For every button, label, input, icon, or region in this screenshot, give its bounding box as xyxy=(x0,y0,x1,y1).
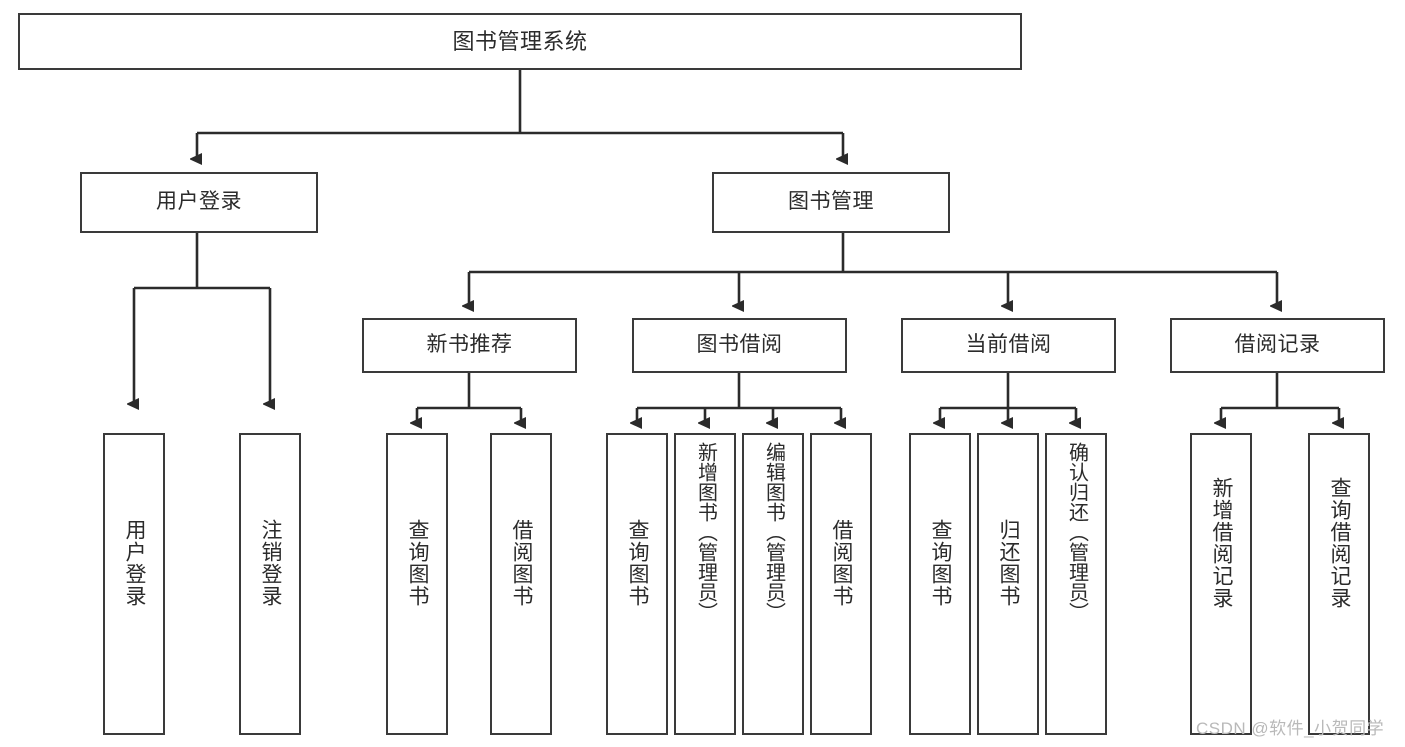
node-root-label: 图书管理系统 xyxy=(452,28,588,54)
node-new-book-recommend[interactable]: 新书推荐 xyxy=(362,318,577,373)
node-book-borrow[interactable]: 图书借阅 xyxy=(632,318,847,373)
leaf-query-book-1[interactable]: 查询图书 xyxy=(386,433,448,735)
leaf-query-record[interactable]: 查询借阅记录 xyxy=(1308,433,1370,735)
leaf-logout[interactable]: 注销登录 xyxy=(239,433,301,735)
leaf-query-book-1-label: 查询图书 xyxy=(406,519,430,607)
leaf-return-book-label: 归还图书 xyxy=(997,519,1021,607)
leaf-return-book[interactable]: 归还图书 xyxy=(977,433,1039,735)
leaf-query-book-2-label: 查询图书 xyxy=(626,519,650,607)
leaf-add-book[interactable]: 新增图书（管理员） xyxy=(674,433,736,735)
leaf-borrow-book-2[interactable]: 借阅图书 xyxy=(810,433,872,735)
leaf-borrow-book-2-label: 借阅图书 xyxy=(830,519,854,607)
node-borrow-record-label: 借阅记录 xyxy=(1234,333,1321,357)
node-book-manage[interactable]: 图书管理 xyxy=(712,172,950,233)
leaf-user-login[interactable]: 用户登录 xyxy=(103,433,165,735)
node-book-borrow-label: 图书借阅 xyxy=(696,333,783,357)
leaf-add-record-label: 新增借阅记录 xyxy=(1210,477,1234,609)
node-root[interactable]: 图书管理系统 xyxy=(18,13,1022,70)
leaf-edit-book-label: 编辑图书（管理员） xyxy=(762,442,785,622)
node-user-login[interactable]: 用户登录 xyxy=(80,172,318,233)
leaf-logout-label: 注销登录 xyxy=(259,519,283,607)
watermark: CSDN @软件_小贺同学 xyxy=(1196,719,1385,738)
leaf-user-login-label: 用户登录 xyxy=(123,519,147,607)
leaf-confirm-return-label: 确认归还（管理员） xyxy=(1065,442,1088,622)
node-current-borrow[interactable]: 当前借阅 xyxy=(901,318,1116,373)
leaf-borrow-book-1-label: 借阅图书 xyxy=(510,519,534,607)
node-new-book-recommend-label: 新书推荐 xyxy=(426,333,513,357)
leaf-borrow-book-1[interactable]: 借阅图书 xyxy=(490,433,552,735)
node-current-borrow-label: 当前借阅 xyxy=(965,333,1052,357)
leaf-query-book-2[interactable]: 查询图书 xyxy=(606,433,668,735)
leaf-query-book-3[interactable]: 查询图书 xyxy=(909,433,971,735)
leaf-query-record-label: 查询借阅记录 xyxy=(1328,477,1352,609)
leaf-add-record[interactable]: 新增借阅记录 xyxy=(1190,433,1252,735)
leaf-confirm-return[interactable]: 确认归还（管理员） xyxy=(1045,433,1107,735)
leaf-add-book-label: 新增图书（管理员） xyxy=(694,442,717,622)
node-borrow-record[interactable]: 借阅记录 xyxy=(1170,318,1385,373)
node-book-manage-label: 图书管理 xyxy=(788,190,874,214)
leaf-query-book-3-label: 查询图书 xyxy=(929,519,953,607)
node-user-login-label: 用户登录 xyxy=(156,190,242,214)
leaf-edit-book[interactable]: 编辑图书（管理员） xyxy=(742,433,804,735)
